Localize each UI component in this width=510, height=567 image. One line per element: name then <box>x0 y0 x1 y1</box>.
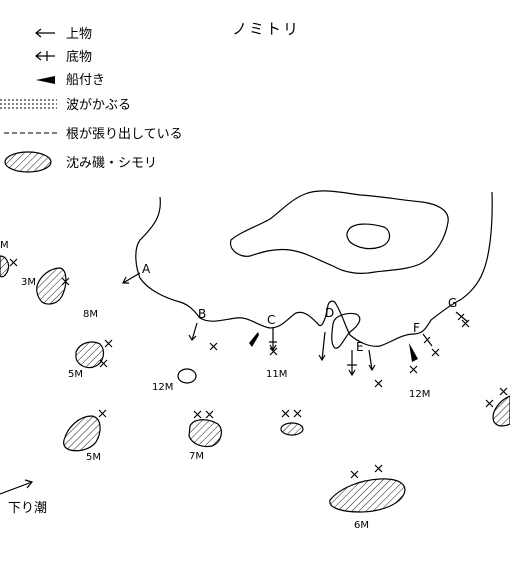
depth-label: 5M <box>86 452 101 463</box>
legend-label-surface-fish: 上物 <box>66 27 92 42</box>
point-label-c: C <box>267 313 275 327</box>
submerged-rock <box>329 478 406 513</box>
legend-label-boat-landing: 船付き <box>66 73 105 88</box>
arrow-left-icon <box>188 322 198 341</box>
rock-islet-d <box>331 312 361 349</box>
depth-label: 3M <box>21 277 36 288</box>
legend-label-reef-extends: 根が張り出している <box>66 127 183 142</box>
arrow-left-icon <box>35 28 55 38</box>
arrow-left-crossed-icon <box>269 327 277 352</box>
submerged-rock <box>492 395 510 427</box>
coastline <box>135 191 493 347</box>
arrow-left-icon <box>368 349 376 372</box>
arrow-left-icon <box>122 272 141 284</box>
island-plateau-outline <box>229 190 449 274</box>
depth-label: 11M <box>266 369 287 380</box>
boat-wedge-icon <box>36 76 55 84</box>
tidal-current-arrow <box>0 479 34 495</box>
submerged-rock <box>177 368 197 384</box>
submerged-rock <box>0 255 10 278</box>
depth-label: M <box>0 240 9 251</box>
arrow-left-icon <box>318 331 326 362</box>
submerged-rock <box>280 422 304 436</box>
dotted-band-icon <box>0 99 57 109</box>
submerged-rock <box>36 267 67 305</box>
arrow-left-crossed-icon <box>455 311 469 323</box>
submerged-rock <box>75 341 105 369</box>
arrow-left-crossed-icon <box>422 333 433 347</box>
depth-label: 7M <box>189 451 204 462</box>
point-label-b: B <box>198 307 206 321</box>
boat-wedge-icon <box>249 332 259 347</box>
legend-label-bottom-fish: 底物 <box>66 49 92 65</box>
map-title: ノミトリ <box>232 20 300 38</box>
current-label: 下り潮 <box>8 501 47 516</box>
point-label-e: E <box>356 340 364 354</box>
depth-label: 12M <box>409 389 430 400</box>
depth-label: 5M <box>68 369 83 380</box>
point-label-d: D <box>325 306 334 320</box>
legend-label-submerged-rock: 沈み磯・シモリ <box>66 156 157 171</box>
depth-label: 12M <box>152 382 173 393</box>
boat-wedge-icon <box>409 343 418 362</box>
fishing-spot-markers <box>9 258 508 479</box>
hatched-rock-icon <box>4 151 52 173</box>
depth-label: 8M <box>83 309 98 320</box>
point-label-f: F <box>413 321 420 335</box>
point-label-a: A <box>142 262 151 276</box>
plateau-summit-outline <box>346 223 391 250</box>
submerged-rock <box>63 415 101 452</box>
depth-label: 6M <box>354 520 369 531</box>
point-label-g: G <box>448 296 457 310</box>
submerged-rock <box>188 419 222 448</box>
arrow-left-crossed-icon <box>347 350 357 377</box>
arrow-left-crossed-icon <box>35 51 55 61</box>
legend-label-wave-wash: 波がかぶる <box>66 98 131 113</box>
legend: 上物 底物 船付き 波がかぶる 根が張り出している 沈み磯・シモリ <box>0 27 183 173</box>
